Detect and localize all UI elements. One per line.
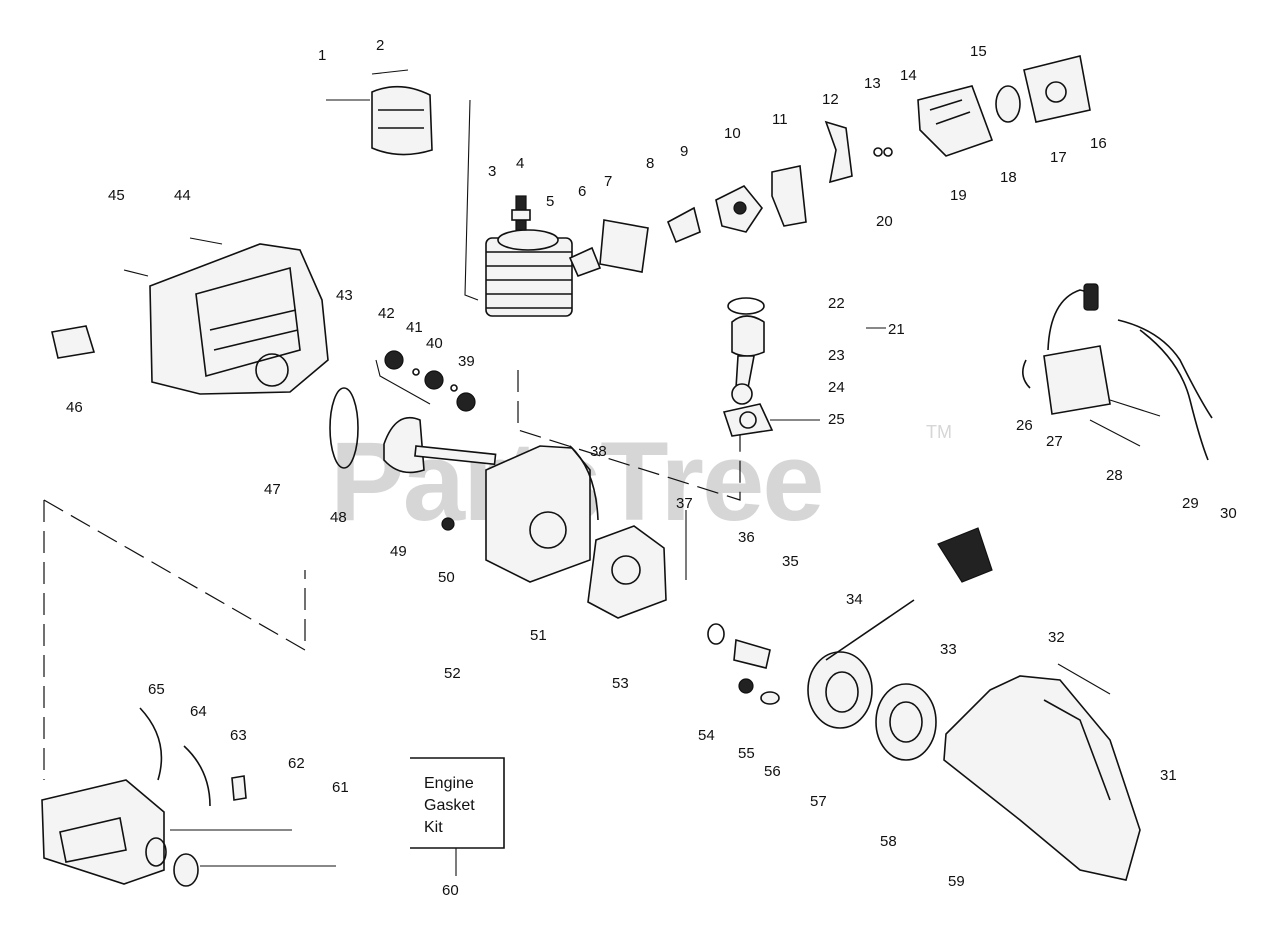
part-label-42: 42 bbox=[378, 305, 395, 322]
part-label-39: 39 bbox=[458, 353, 475, 370]
part-label-18: 18 bbox=[1000, 169, 1017, 186]
part-label-25: 25 bbox=[828, 411, 845, 428]
gasket-kit-box: Engine Gasket Kit 60 bbox=[410, 757, 505, 899]
part-label-2: 2 bbox=[376, 37, 384, 54]
part-label-34: 34 bbox=[846, 591, 863, 608]
part-label-6: 6 bbox=[578, 183, 586, 200]
bracket-46 bbox=[51, 325, 96, 359]
ignition-module bbox=[1022, 283, 1213, 461]
part-label-30: 30 bbox=[1220, 505, 1237, 522]
carburetor-parts bbox=[568, 120, 853, 278]
part-label-36: 36 bbox=[738, 529, 755, 546]
watermark-tm: TM bbox=[926, 422, 952, 442]
part-label-55: 55 bbox=[738, 745, 755, 762]
part-label-57: 57 bbox=[810, 793, 827, 810]
part-label-11: 11 bbox=[772, 111, 788, 128]
part-label-13: 13 bbox=[864, 75, 881, 92]
o-ring-48 bbox=[329, 387, 359, 469]
part-label-9: 9 bbox=[680, 143, 688, 160]
part-label-40: 40 bbox=[426, 335, 443, 352]
watermark: PartsTree TM bbox=[330, 419, 952, 544]
part-label-32: 32 bbox=[1048, 629, 1065, 646]
part-label-20: 20 bbox=[876, 213, 893, 230]
air-filter-parts bbox=[873, 55, 1091, 157]
part-label-12: 12 bbox=[822, 91, 839, 108]
part-label-7: 7 bbox=[604, 173, 612, 190]
crankshaft bbox=[383, 416, 497, 474]
part-label-28: 28 bbox=[1106, 467, 1123, 484]
part-label-23: 23 bbox=[828, 347, 845, 364]
part-label-64: 64 bbox=[190, 703, 207, 720]
part-label-54: 54 bbox=[698, 727, 715, 744]
part-label-8: 8 bbox=[646, 155, 654, 172]
part-label-41: 41 bbox=[406, 319, 423, 336]
part-label-33: 33 bbox=[940, 641, 957, 658]
part-label-35: 35 bbox=[782, 553, 799, 570]
screw-32 bbox=[1057, 663, 1111, 695]
part-label-16: 16 bbox=[1090, 135, 1107, 152]
part-label-1: 1 bbox=[318, 47, 326, 64]
part-label-3: 3 bbox=[488, 163, 496, 180]
bearings-seals bbox=[375, 350, 476, 412]
spark-plug bbox=[511, 195, 531, 231]
part-number-labels: 1 2 3 4 5 6 7 8 9 10 11 12 13 14 15 16 1… bbox=[66, 37, 1237, 890]
part-label-48: 48 bbox=[330, 509, 347, 526]
part-label-56: 56 bbox=[764, 763, 781, 780]
part-label-47: 47 bbox=[264, 481, 281, 498]
part-label-21: 21 bbox=[888, 321, 905, 338]
cylinder-part bbox=[485, 229, 573, 317]
part-label-53: 53 bbox=[612, 675, 629, 692]
part-label-24: 24 bbox=[828, 379, 845, 396]
part-label-52: 52 bbox=[444, 665, 461, 682]
part-label-61: 61 bbox=[332, 779, 349, 796]
muffler-part bbox=[371, 85, 433, 156]
starter-assembly bbox=[707, 527, 993, 761]
gasket-kit-line3: Kit bbox=[424, 819, 443, 836]
part-label-14: 14 bbox=[900, 67, 917, 84]
part-label-10: 10 bbox=[724, 125, 741, 142]
part-label-15: 15 bbox=[970, 43, 987, 60]
gasket-kit-line2: Gasket bbox=[424, 797, 475, 814]
part-label-26: 26 bbox=[1016, 417, 1033, 434]
part-label-45: 45 bbox=[108, 187, 125, 204]
part-label-63: 63 bbox=[230, 727, 247, 744]
engine-shroud bbox=[149, 243, 329, 395]
part-label-37: 37 bbox=[676, 495, 693, 512]
part-label-51: 51 bbox=[530, 627, 547, 644]
fan-housing bbox=[943, 675, 1141, 881]
fuel-tank bbox=[41, 707, 336, 887]
part-label-59: 59 bbox=[948, 873, 965, 890]
part-label-50: 50 bbox=[438, 569, 455, 586]
part-label-19: 19 bbox=[950, 187, 967, 204]
part-label-43: 43 bbox=[336, 287, 353, 304]
part-label-17: 17 bbox=[1050, 149, 1067, 166]
part-label-46: 46 bbox=[66, 399, 83, 416]
part-label-44: 44 bbox=[174, 187, 191, 204]
crankcase bbox=[485, 445, 599, 583]
part-label-29: 29 bbox=[1182, 495, 1199, 512]
part-label-49: 49 bbox=[390, 543, 407, 560]
part-label-38: 38 bbox=[590, 443, 607, 460]
screw-44 bbox=[189, 237, 223, 245]
assembly-guide-lines bbox=[43, 99, 741, 780]
part-label-60: 60 bbox=[442, 882, 459, 899]
muffler-screw bbox=[371, 69, 409, 75]
part-label-27: 27 bbox=[1046, 433, 1063, 450]
part-label-4: 4 bbox=[516, 155, 524, 172]
part-label-62: 62 bbox=[288, 755, 305, 772]
part-label-22: 22 bbox=[828, 295, 845, 312]
screw-45 bbox=[123, 269, 149, 277]
piston-assembly bbox=[722, 297, 886, 437]
part-label-31: 31 bbox=[1160, 767, 1177, 784]
part-label-58: 58 bbox=[880, 833, 897, 850]
gasket-kit-line1: Engine bbox=[424, 775, 474, 792]
part-label-65: 65 bbox=[148, 681, 165, 698]
part-label-5: 5 bbox=[546, 193, 554, 210]
crankcase-cover bbox=[587, 525, 667, 619]
nut-50 bbox=[441, 517, 455, 531]
